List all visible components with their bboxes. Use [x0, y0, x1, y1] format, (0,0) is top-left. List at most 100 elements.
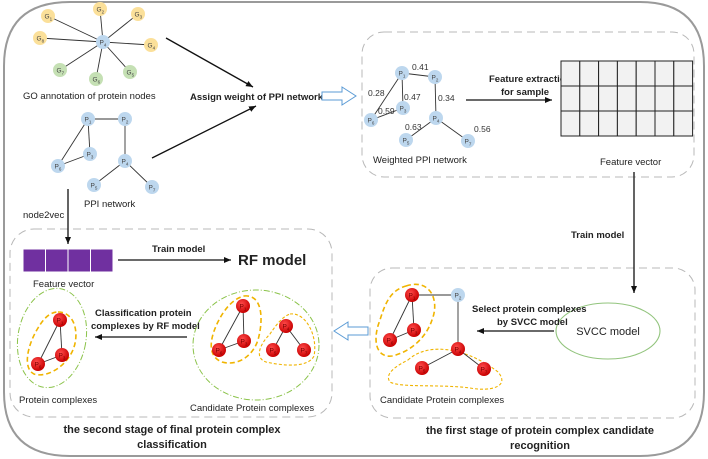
feature-grid-cell	[598, 60, 618, 87]
node-g4-label: G4	[148, 43, 156, 51]
node-p4-label: P4	[100, 40, 107, 48]
node-p3-label: P3	[400, 106, 407, 114]
complex-outline-2	[388, 348, 503, 390]
node-p3-label: P3	[241, 339, 248, 347]
node-p2-label: P2	[432, 75, 439, 83]
node-g1: G1	[41, 9, 55, 23]
node-p7: P7	[461, 134, 475, 148]
node-p2-label: P2	[122, 117, 129, 125]
feature-grid-cell	[579, 110, 600, 137]
complex-circle	[477, 362, 491, 376]
node-p1-label: P1	[85, 117, 92, 125]
node-p4-label: P4	[283, 324, 290, 332]
node-g6-label: G6	[93, 77, 101, 85]
feature-grid-cell	[598, 110, 618, 137]
protein-circle	[118, 112, 132, 126]
select-label-1: Select protein complexes	[472, 304, 587, 315]
complex-circle	[266, 343, 280, 357]
complex-circle	[236, 299, 250, 313]
feature-grid-cell	[654, 85, 675, 112]
protein-circle	[364, 113, 378, 127]
node-p2: P2	[118, 112, 132, 126]
weighted-edge-p1-p6	[370, 72, 403, 121]
node-p5-label: P5	[270, 348, 277, 356]
node-p5-label: P5	[91, 183, 98, 191]
node-p5: P5	[87, 178, 101, 192]
node-g5: G5	[123, 65, 137, 79]
purple-feature-cell	[22, 248, 46, 273]
node-p6: P6	[364, 113, 378, 127]
svcc-model-label: SVCC model	[576, 326, 640, 338]
go-edge	[47, 15, 104, 43]
feature-vector-grid-caption: Feature vector	[600, 157, 661, 168]
node-p5-label: P5	[419, 366, 426, 374]
node-g8-label: G8	[37, 36, 45, 44]
node-g4: G4	[144, 38, 158, 52]
feature-grid-cell	[579, 60, 600, 87]
complex-circle	[53, 313, 67, 327]
node-p1: P1	[53, 313, 67, 327]
feature-grid-cell	[635, 110, 656, 137]
node-p3: P3	[407, 323, 421, 337]
node-g6: G6	[89, 72, 103, 86]
node-p5: P5	[266, 343, 280, 357]
node-p6-label: P6	[55, 164, 62, 172]
protein-circle	[451, 288, 465, 302]
outer-frame	[3, 1, 705, 457]
node-p1-label: P1	[409, 293, 416, 301]
weight-label-p4-p7: 0.56	[474, 124, 491, 134]
node-g7-label: G7	[57, 68, 65, 76]
node-p7: P7	[297, 343, 311, 357]
node-p2: P2	[428, 70, 442, 84]
complex-circle	[415, 361, 429, 375]
purple-feature-cell	[67, 248, 91, 273]
ppi-to-assign-arrow	[151, 105, 257, 159]
feature-grid-cell	[616, 85, 637, 112]
feature-grid-cell	[579, 85, 600, 112]
node-g1-label: G1	[45, 14, 53, 22]
protein-circle	[83, 147, 97, 161]
protein-circle	[396, 101, 410, 115]
node-p3: P3	[55, 348, 69, 362]
complex-circle	[383, 333, 397, 347]
node-p4: P4	[96, 35, 110, 49]
node-p6-label: P6	[387, 338, 394, 346]
node-p7-label: P7	[149, 185, 156, 193]
weight-label-p1-p6: 0.28	[368, 88, 385, 98]
node-p5: P5	[415, 361, 429, 375]
protein-circle	[395, 66, 409, 80]
go-edge	[39, 37, 104, 43]
purple-feature-vector-caption: Feature vector	[33, 279, 94, 290]
complex-outline-1	[375, 283, 436, 357]
node-p1-label: P1	[240, 304, 247, 312]
hollow-arrow-left	[333, 321, 369, 341]
first-stage-title-2: recognition	[510, 440, 570, 452]
node-p4-label: P4	[433, 116, 440, 124]
ppi-network-caption: PPI network	[84, 199, 135, 210]
complex-circle	[407, 323, 421, 337]
complex-circle	[212, 343, 226, 357]
node-g5-label: G5	[127, 70, 135, 78]
complex-circle	[451, 342, 465, 356]
complex-circle	[31, 357, 45, 371]
protein-circle	[118, 154, 132, 168]
rf-model-label: RF model	[238, 252, 306, 269]
purple-feature-cell	[45, 248, 69, 273]
assign-weight-label: Assign weight of PPI network	[190, 92, 324, 103]
second-stage-title-1: the second stage of final protein comple…	[64, 424, 282, 436]
gene-circle	[41, 9, 55, 23]
node-p6: P6	[383, 333, 397, 347]
go-edge	[102, 13, 139, 43]
weight-label-p1-p3: 0.47	[404, 92, 421, 102]
hollow-arrow-right	[321, 86, 357, 106]
node-g3-label: G3	[135, 12, 143, 20]
first-stage-candidates-caption: Candidate Protein complexes	[380, 395, 504, 406]
node-p4: P4	[279, 319, 293, 333]
node-p1-label: P1	[399, 71, 406, 79]
feature-grid-cell	[673, 110, 694, 137]
feature-grid-cell	[654, 110, 675, 137]
result-complex-outline	[26, 311, 77, 376]
node-p3-label: P3	[411, 328, 418, 336]
